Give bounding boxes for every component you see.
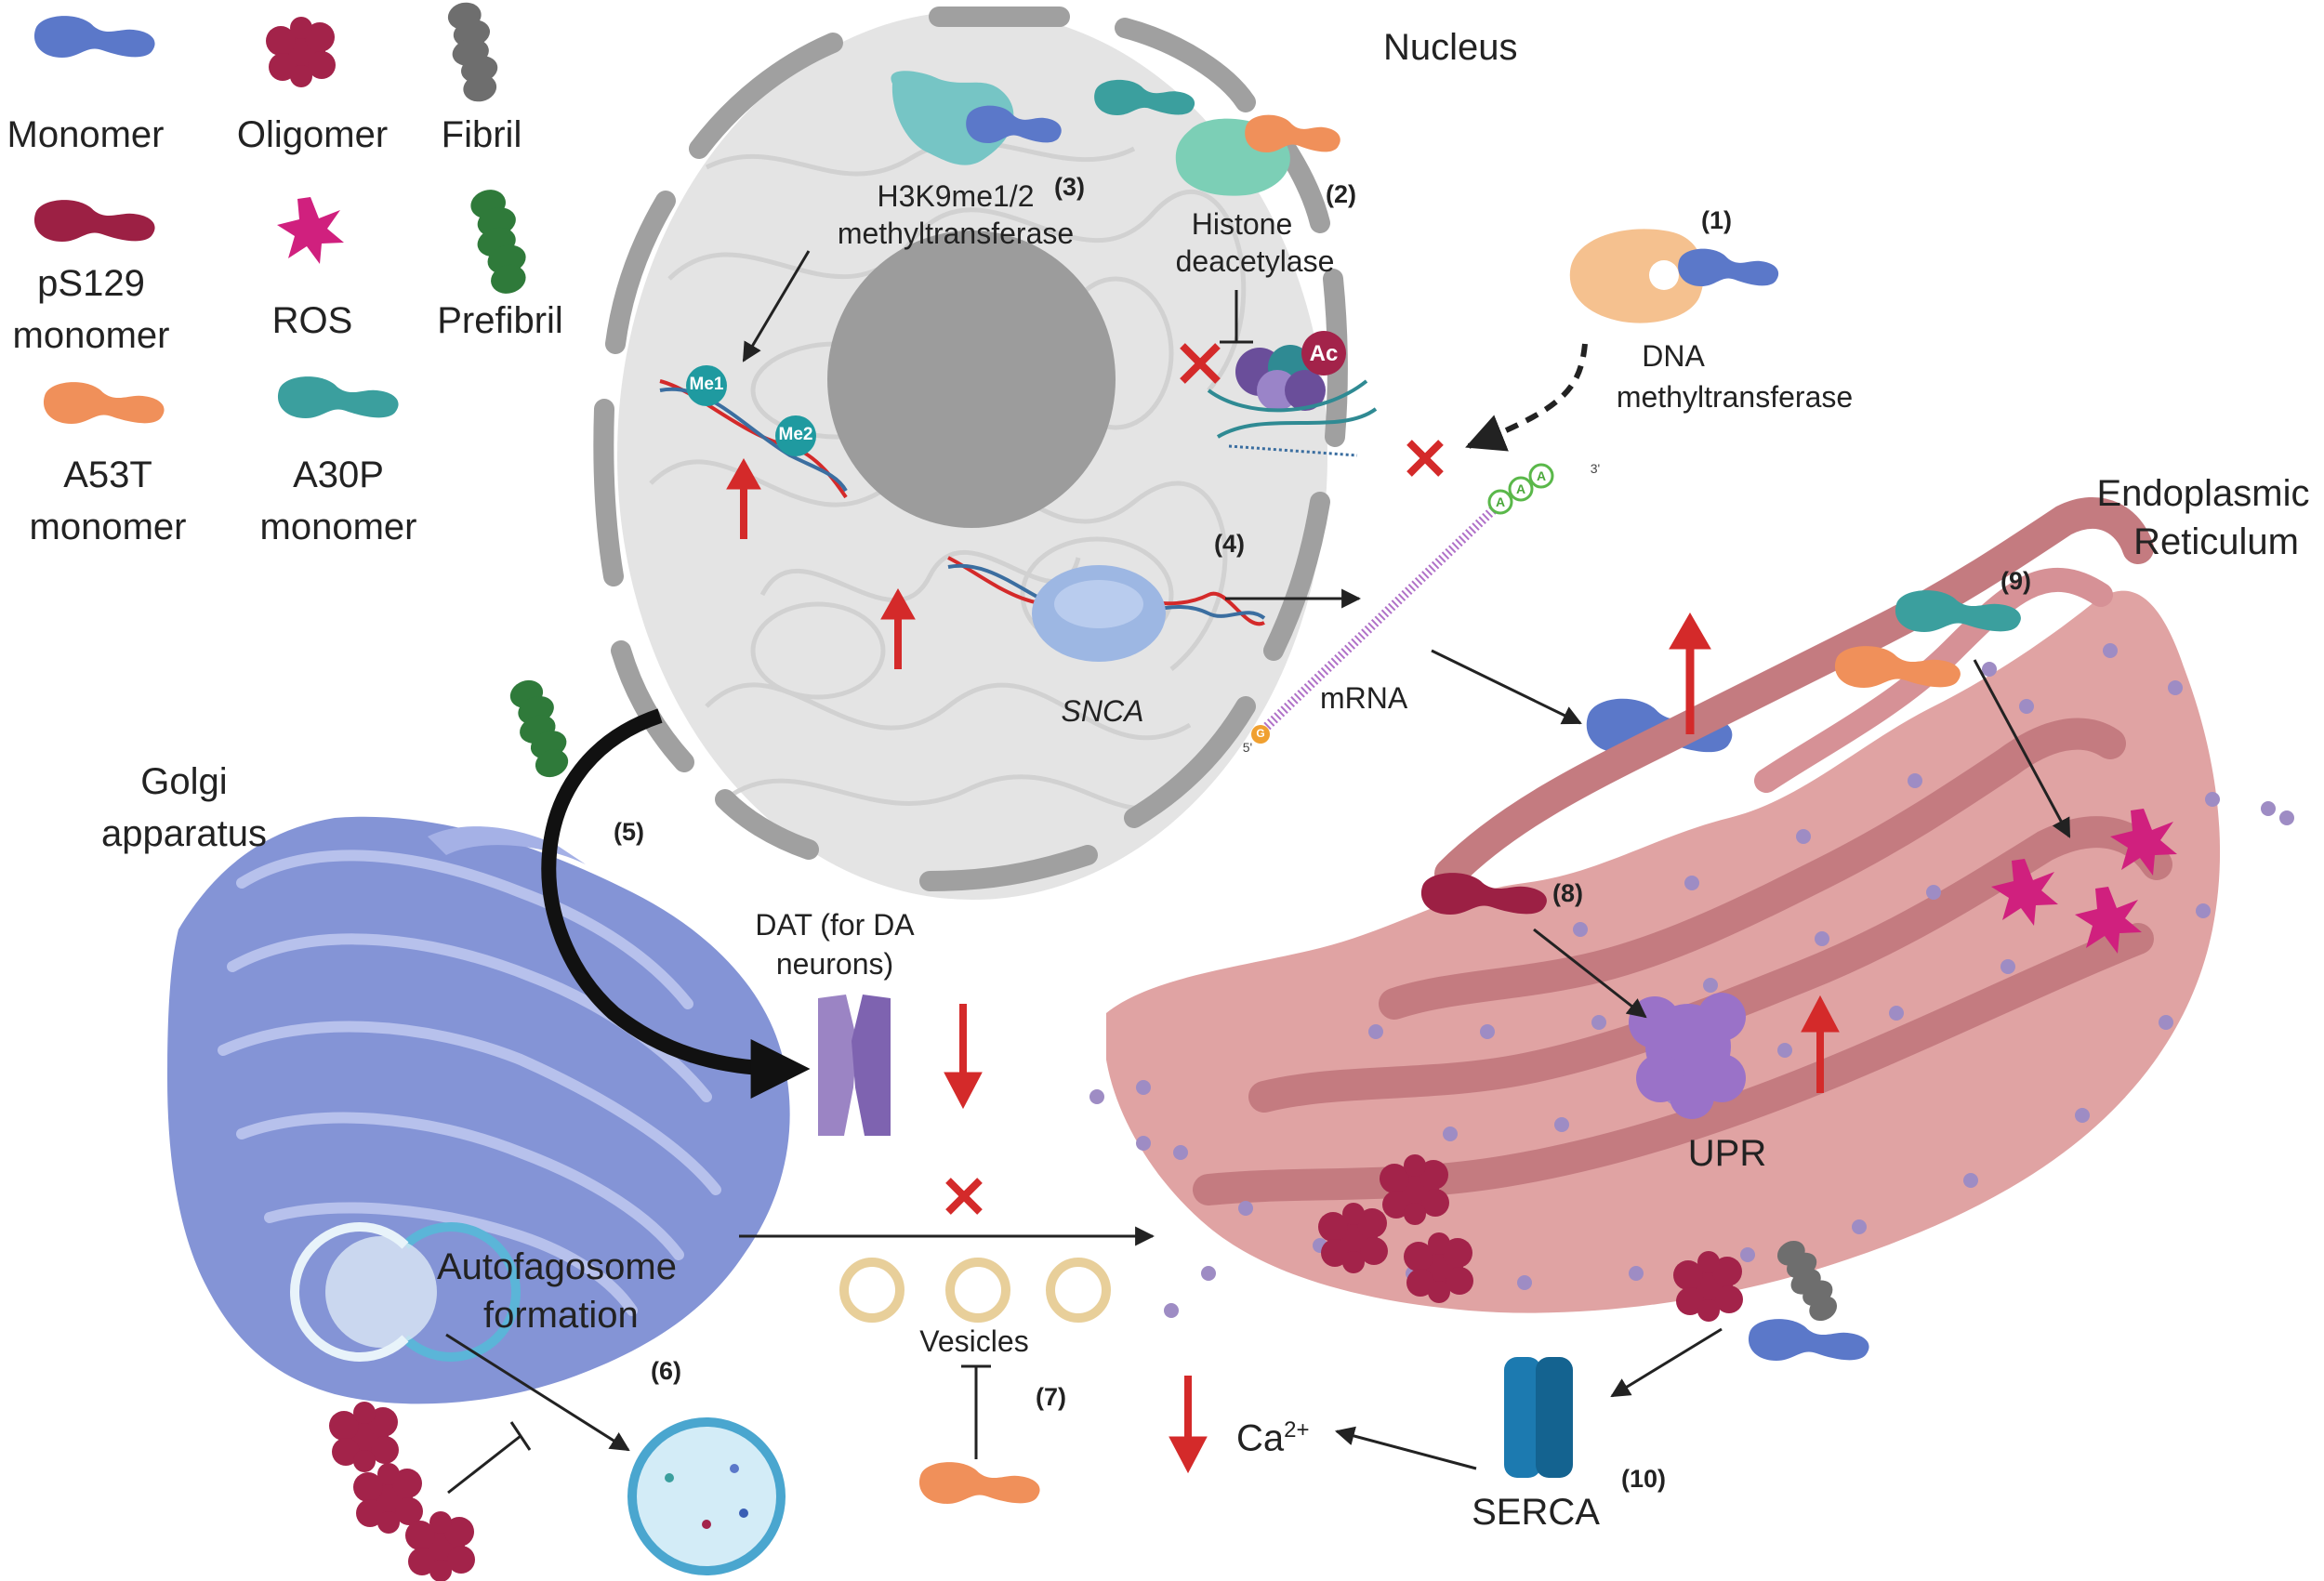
legend-a53t-icon — [43, 382, 165, 424]
nucleosome — [1207, 345, 1378, 457]
legend-ps129-icon — [33, 200, 155, 242]
legend-a53t-label-2: monomer — [29, 507, 187, 547]
legend — [33, 0, 535, 424]
er-monomer-icon — [1748, 1319, 1869, 1361]
legend-a30p-icon — [277, 376, 399, 418]
dat-label-1: DAT (for DA — [755, 908, 915, 942]
step-8-label: (8) — [1552, 879, 1583, 907]
me1-badge — [686, 365, 727, 406]
red-arrow-down-2 — [1169, 1376, 1208, 1474]
legend-ps129-label-2: monomer — [12, 315, 170, 356]
cytosol-oligomer-icon-3 — [405, 1511, 475, 1581]
dna-methyltransferase-shape — [1569, 229, 1704, 323]
nucleolus — [827, 231, 1116, 528]
polya-label-2: A — [1515, 481, 1526, 496]
legend-fibril-label: Fibril — [441, 114, 522, 155]
mrna-cap-label: G — [1256, 727, 1265, 740]
step-4-label: (4) — [1214, 530, 1245, 558]
acetyl-label: Ac — [1309, 341, 1339, 366]
red-cross-1 — [1180, 343, 1221, 384]
red-arrow-up-2 — [880, 587, 916, 669]
golgi-apparatus — [167, 816, 790, 1404]
mrna-label: mRNA — [1320, 681, 1408, 715]
red-cross-2 — [1406, 440, 1444, 477]
er-oligomer-icon-4 — [1673, 1251, 1743, 1322]
golgi-label-1: Golgi — [140, 761, 228, 802]
upr-protein — [1629, 993, 1746, 1119]
er-label-2: Reticulum — [2133, 521, 2299, 562]
dnmt-monomer-icon — [1678, 248, 1779, 286]
red-arrow-up-1 — [726, 457, 761, 539]
three-prime-label: 3' — [1590, 461, 1601, 476]
step-5-label: (5) — [614, 818, 644, 846]
big-curved-arrow — [541, 708, 811, 1099]
snca-transcription — [947, 556, 1266, 662]
er-oligomer-icon-1 — [1380, 1154, 1449, 1225]
me2-badge — [775, 415, 816, 456]
h3k9-label-2: methyltransferase — [837, 217, 1075, 250]
cytosol-oligomer-icon-1 — [329, 1402, 399, 1472]
er-oligomer-icon-2 — [1318, 1203, 1388, 1273]
step-6-label: (6) — [651, 1357, 681, 1385]
serca-channel — [1504, 1357, 1573, 1478]
legend-a53t-label-1: A53T — [63, 455, 152, 495]
polya-label-3: A — [1536, 468, 1547, 483]
legend-ros-icon — [277, 197, 344, 264]
legend-monomer-label: Monomer — [7, 114, 165, 155]
connector-arrows — [445, 250, 2071, 1495]
autophagosome-label-1: Autofagosome — [437, 1246, 677, 1287]
legend-a30p-label-2: monomer — [259, 507, 417, 547]
h3k9-label-1: H3K9me1/2 — [877, 179, 1035, 213]
red-arrow-down-1 — [944, 1004, 983, 1110]
mrna-strand — [1251, 463, 1554, 744]
nucleus-label: Nucleus — [1383, 27, 1518, 68]
step-1-label: (1) — [1701, 206, 1732, 234]
hdac-label-2: deacetylase — [1175, 244, 1335, 278]
legend-ps129-label-1: pS129 — [37, 263, 145, 304]
red-arrow-up-3 — [1669, 613, 1711, 734]
vesicles — [839, 1258, 1111, 1323]
step-3-label: (3) — [1054, 173, 1085, 201]
upr-label: UPR — [1687, 1133, 1767, 1174]
vesicle-a53t-icon — [918, 1462, 1040, 1504]
dnmt-label-1: DNA — [1642, 339, 1705, 373]
er-label-1: Endoplasmic — [2096, 473, 2310, 514]
legend-oligomer-icon — [266, 17, 336, 87]
autophagosome-forming — [290, 1222, 521, 1362]
autophagosome-label-2: formation — [483, 1295, 639, 1336]
snca-gene-label: SNCA — [1061, 694, 1144, 728]
legend-prefibril-label: Prefibril — [437, 300, 563, 341]
prefibril-icon — [503, 674, 577, 784]
autophagosome — [627, 1417, 786, 1575]
me1-label: Me1 — [689, 375, 724, 394]
red-indicators — [726, 343, 1840, 1474]
legend-monomer-icon — [33, 16, 155, 58]
five-prime-label: 5' — [1242, 740, 1253, 755]
legend-a30p-label-1: A30P — [293, 455, 384, 495]
legend-fibril-icon — [442, 0, 505, 106]
red-arrow-up-4 — [1801, 995, 1840, 1093]
calcium-label: Ca2+ — [1236, 1417, 1310, 1459]
vesicles-label: Vesicles — [919, 1324, 1029, 1358]
red-cross-3 — [945, 1178, 983, 1215]
serca-label: SERCA — [1472, 1492, 1600, 1533]
acetyl-badge — [1301, 331, 1346, 375]
er-oligomer-icon-3 — [1404, 1232, 1473, 1303]
dnmt-label-2: methyltransferase — [1616, 380, 1854, 414]
step-9-label: (9) — [2000, 567, 2031, 595]
legend-oligomer-label: Oligomer — [236, 114, 389, 155]
me2-label: Me2 — [778, 425, 813, 444]
legend-ros-label: ROS — [271, 300, 353, 341]
step-7-label: (7) — [1036, 1383, 1066, 1411]
golgi-label-2: apparatus — [101, 813, 267, 854]
step-10-label: (10) — [1621, 1465, 1667, 1493]
step-2-label: (2) — [1326, 180, 1356, 208]
dat-label-2: neurons) — [775, 947, 894, 981]
legend-prefibril-icon — [464, 184, 535, 298]
hdac-label-1: Histone — [1191, 207, 1293, 241]
polya-label-1: A — [1495, 494, 1506, 509]
nucleus — [593, 7, 1348, 900]
dat-transporter — [818, 995, 891, 1136]
